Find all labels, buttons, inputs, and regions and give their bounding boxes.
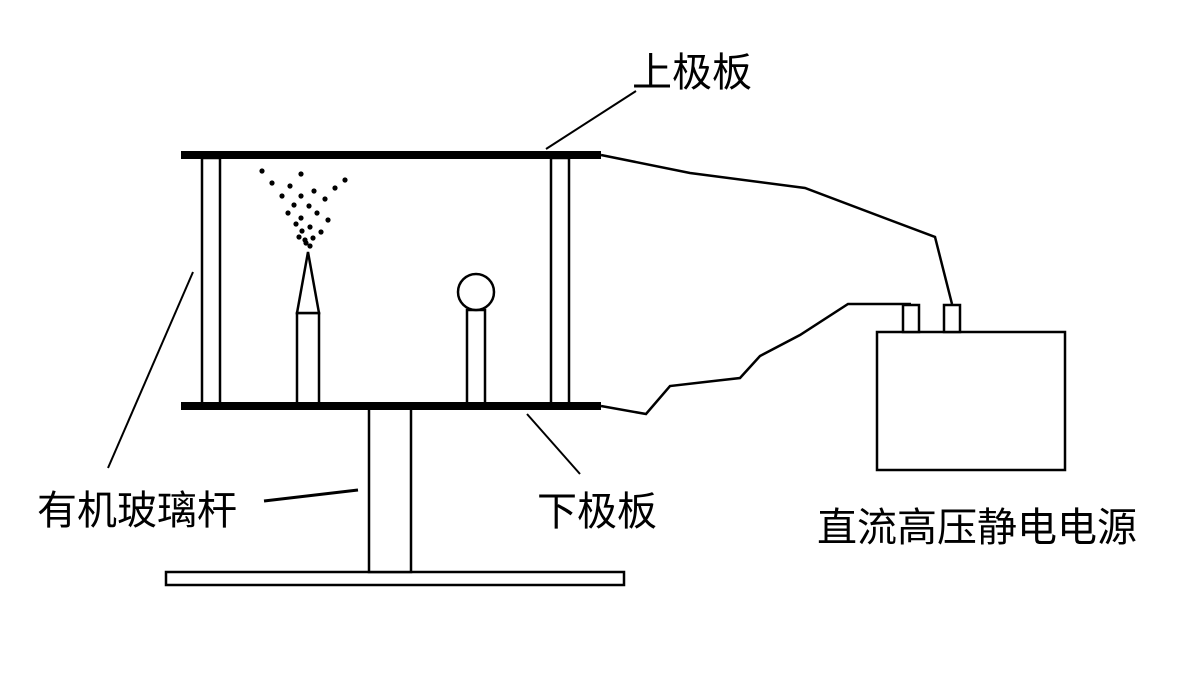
- needle-holder: [295, 311, 321, 406]
- glass-rod-right: [549, 156, 571, 406]
- spray-particle: [306, 203, 312, 209]
- power-supply-box: [875, 330, 1067, 472]
- metal-ball: [456, 272, 496, 312]
- terminal-right: [942, 303, 962, 334]
- spray-particle: [296, 234, 302, 240]
- spray-particle: [279, 193, 285, 199]
- spray-particle: [269, 180, 275, 186]
- base-plate: [164, 570, 626, 587]
- spray-particle: [311, 188, 317, 194]
- label-lower-plate: 下极板: [537, 489, 657, 535]
- label-power-supply: 直流高压静电电源: [817, 505, 1137, 551]
- upper-plate: [181, 151, 601, 159]
- spray-particle: [287, 183, 293, 189]
- spray-particle: [293, 221, 299, 227]
- spray-particle: [310, 235, 316, 241]
- spray-particles: [259, 168, 348, 249]
- spray-particle: [299, 228, 305, 234]
- spray-particle: [298, 171, 304, 177]
- leader-glass-rod-column: [263, 488, 359, 503]
- label-glass-rod: 有机玻璃杆: [37, 488, 237, 534]
- spray-particle: [318, 229, 324, 235]
- spray-particle: [342, 177, 348, 183]
- spray-particle: [259, 168, 265, 174]
- wire-upper: [600, 153, 954, 305]
- leader-glass-rod-left: [107, 271, 194, 469]
- spray-particle: [322, 196, 328, 202]
- needle-tip: [295, 251, 321, 315]
- spray-particle: [298, 215, 304, 221]
- leader-lower-plate: [526, 413, 581, 475]
- ball-stem: [465, 308, 487, 406]
- spray-particle: [307, 243, 313, 249]
- spray-particle: [291, 202, 297, 208]
- leader-upper-plate: [545, 90, 637, 150]
- label-upper-plate: 上极板: [632, 50, 752, 96]
- spray-particle: [332, 185, 338, 191]
- spray-particle: [307, 224, 313, 230]
- spray-particle: [285, 210, 291, 216]
- wire-lower: [600, 302, 911, 416]
- spray-particle: [298, 193, 304, 199]
- glass-rod-left: [200, 156, 222, 406]
- spray-particle: [302, 237, 308, 243]
- support-column: [367, 406, 413, 574]
- lower-plate: [181, 402, 601, 410]
- spray-particle: [325, 217, 331, 223]
- spray-particle: [314, 210, 320, 216]
- terminal-left: [901, 303, 921, 334]
